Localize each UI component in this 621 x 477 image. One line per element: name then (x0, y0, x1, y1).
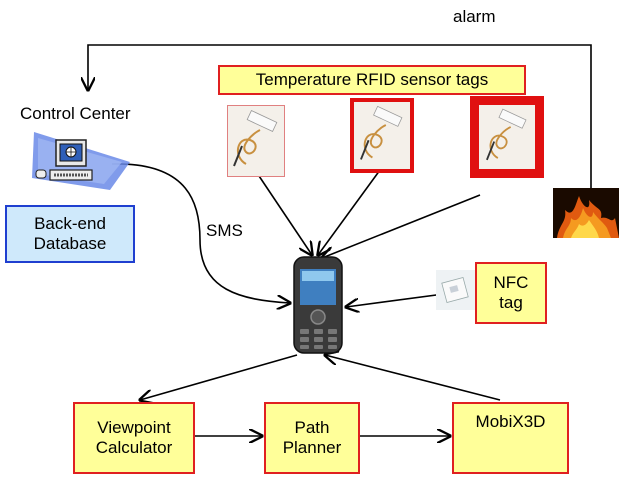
control-center-label: Control Center (20, 104, 131, 123)
rfid-tag-icon (350, 98, 414, 173)
tag1-arrow (254, 169, 312, 255)
path-planner-text: Path Planner (282, 418, 342, 457)
sms-arrow (111, 163, 290, 303)
mobile-phone-icon (293, 256, 343, 354)
viewpoint-calculator-text: Viewpoint Calculator (95, 418, 173, 457)
nfc-tag-icon (436, 270, 476, 310)
mobix-to-phone-arrow (325, 355, 501, 401)
mobix3d-text: MobiX3D (475, 412, 546, 431)
nfc-tag-box: NFC tag (475, 262, 547, 324)
sensor-tags-title: Temperature RFID sensor tags (218, 65, 526, 95)
sensor-tags-title-text: Temperature RFID sensor tags (255, 70, 489, 89)
mobix3d-box: MobiX3D (452, 402, 569, 474)
alarm-label: alarm (453, 7, 496, 26)
rfid-tag-icon (470, 96, 544, 178)
viewpoint-calculator-box: Viewpoint Calculator (73, 402, 195, 474)
tag3-arrow (322, 194, 481, 258)
sms-label: SMS (206, 221, 243, 240)
nfc-tag-text: NFC tag (493, 273, 529, 312)
alarm-arrow (88, 44, 592, 195)
tag2-arrow (318, 169, 381, 255)
fire-icon (553, 188, 619, 238)
computer-icon (32, 132, 130, 190)
phone-to-viewpoint-arrow (140, 354, 298, 400)
rfid-tag-icon (227, 105, 285, 177)
backend-database-box: Back-end Database (5, 205, 135, 263)
backend-database-text: Back-end Database (33, 214, 107, 253)
path-planner-box: Path Planner (264, 402, 360, 474)
